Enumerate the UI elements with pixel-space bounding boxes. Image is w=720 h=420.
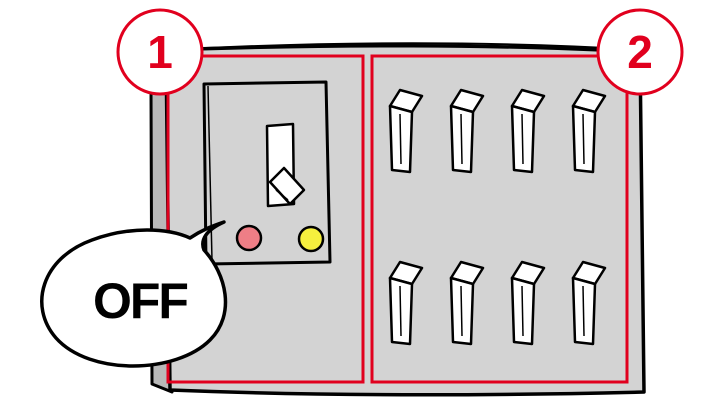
breaker-groove bbox=[460, 113, 463, 165]
breaker-groove bbox=[582, 113, 585, 165]
breaker-switch-icon bbox=[510, 88, 546, 174]
breaker-switch-icon bbox=[571, 260, 607, 346]
panel-top-edge bbox=[167, 42, 643, 51]
switch-lever-face bbox=[275, 189, 289, 201]
breaker-groove bbox=[521, 285, 524, 337]
breaker-groove bbox=[399, 113, 402, 165]
callout-1-circle bbox=[116, 8, 204, 96]
breaker-groove bbox=[521, 113, 524, 165]
breaker-grid bbox=[388, 88, 607, 346]
callout-1: 1 bbox=[116, 8, 204, 96]
section-2-outline bbox=[370, 54, 629, 384]
breaker-switch-icon bbox=[388, 260, 424, 346]
breaker-groove bbox=[460, 285, 463, 337]
breaker-switch-icon bbox=[449, 88, 485, 174]
toggle-switch-icon bbox=[265, 122, 306, 208]
red-indicator-lamp-icon bbox=[235, 224, 263, 252]
speech-bubble-shape bbox=[40, 220, 228, 368]
breaker-switch-icon bbox=[510, 260, 546, 346]
breaker-switch-icon bbox=[571, 88, 607, 174]
callout-1-number: 1 bbox=[147, 26, 173, 78]
breaker-switch-icon bbox=[449, 260, 485, 346]
callout-2-number: 2 bbox=[627, 26, 653, 78]
yellow-indicator-lamp-icon bbox=[297, 225, 325, 253]
callout-2-circle bbox=[596, 8, 684, 96]
section-1-outline bbox=[166, 54, 365, 384]
breaker-switch-icon bbox=[388, 88, 424, 174]
speech-bubble: OFF bbox=[40, 220, 228, 368]
callout-2: 2 bbox=[596, 8, 684, 96]
breaker-groove bbox=[582, 285, 585, 337]
breaker-groove bbox=[399, 285, 402, 337]
speech-bubble-text: OFF bbox=[93, 273, 187, 329]
